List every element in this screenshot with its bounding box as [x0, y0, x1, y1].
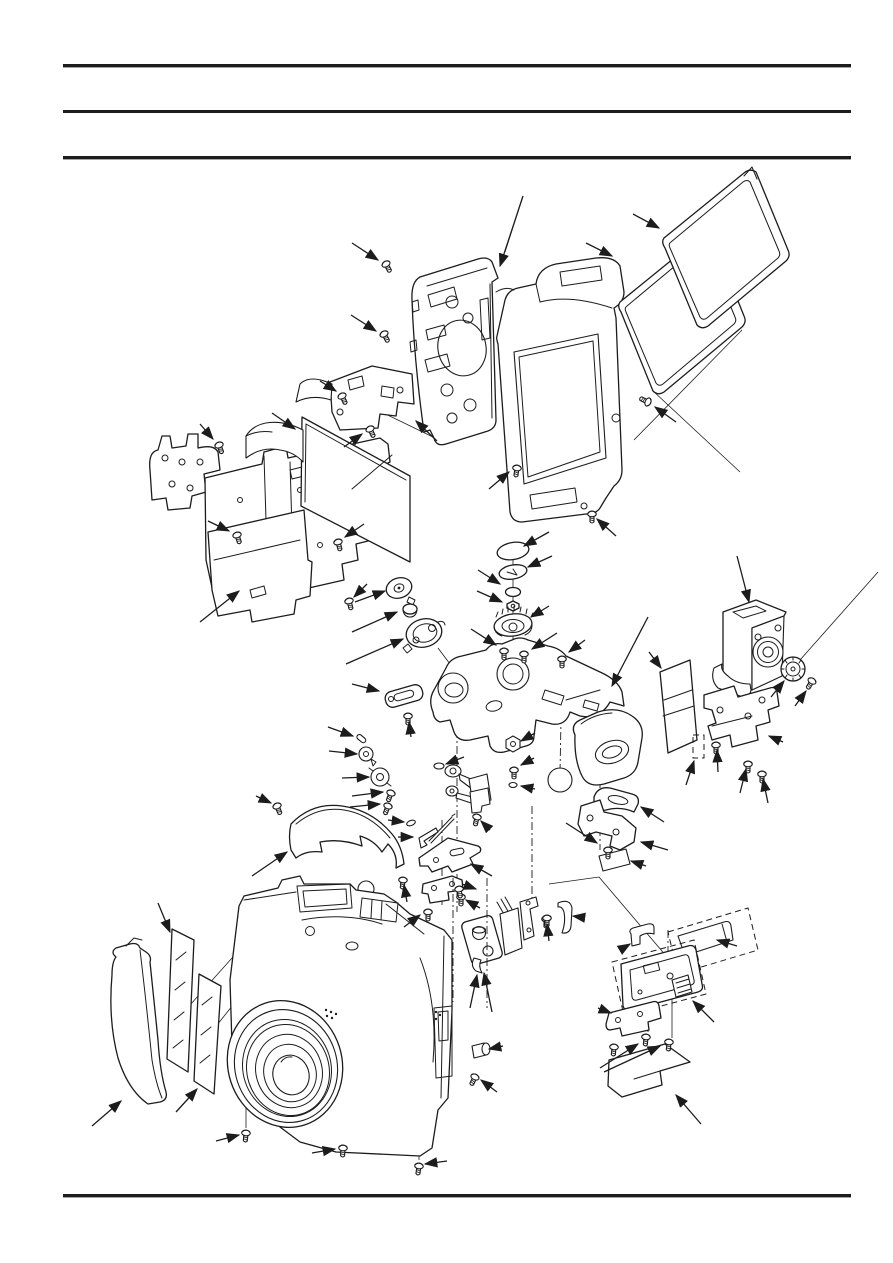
- screw-icon: [757, 770, 767, 784]
- evf-unit: [722, 599, 787, 691]
- adhesive-sheet-1: [166, 928, 195, 1073]
- bottom-pcb-assembly: [542, 876, 759, 1098]
- eyecup: [572, 709, 643, 786]
- screw-icon: [383, 788, 397, 804]
- screw-icon: [397, 876, 409, 890]
- screw-icon: [466, 1071, 481, 1088]
- screw-icon: [380, 258, 395, 275]
- screw-icon: [380, 801, 394, 817]
- lock-plate: [384, 684, 424, 708]
- dial-nut: [506, 600, 520, 612]
- insulation-sheet: [659, 659, 698, 754]
- header-rule-3: [63, 156, 851, 160]
- screw-icon: [240, 1129, 252, 1143]
- lens-barrel: [226, 999, 344, 1129]
- retainer-ring: [504, 586, 522, 598]
- lcd-panel: [300, 416, 411, 563]
- viewfinder-assembly: [659, 571, 879, 784]
- top-cover-assembly: [356, 195, 643, 974]
- screw-icon: [803, 675, 818, 692]
- screw-icon: [608, 1043, 620, 1057]
- spacer-label: [692, 734, 705, 759]
- screw-icon: [271, 801, 285, 817]
- screw-icon: [640, 1033, 652, 1047]
- screw-icon: [509, 766, 519, 780]
- spring-washer: [498, 564, 528, 580]
- side-button: [471, 1042, 491, 1059]
- connector-clip: [629, 923, 655, 947]
- footer-rule: [63, 1194, 851, 1198]
- screw-icon: [637, 393, 654, 408]
- rear-inner-frame: [409, 257, 499, 446]
- screw-icon: [403, 712, 413, 726]
- zoom-lever: [418, 837, 482, 873]
- pcb-bracket: [605, 1000, 662, 1037]
- diopter-knob: [780, 656, 806, 682]
- rear-flex-board: [295, 365, 415, 431]
- lcd-ribbon-cable: [245, 421, 304, 463]
- dial-base: [402, 618, 446, 654]
- main-pcb: [611, 939, 707, 1017]
- screw-icon: [470, 812, 483, 828]
- screw-icon: [378, 328, 393, 345]
- header-rule-2: [63, 110, 851, 113]
- screw-icon: [343, 596, 357, 612]
- screw-icon: [587, 510, 597, 524]
- rear-cover-assembly: [295, 166, 790, 524]
- front-accent-cover: [288, 804, 405, 869]
- callout-arrows: [91, 195, 807, 1168]
- bottom-insulator-sheet: [607, 1043, 691, 1098]
- evf-flex: [712, 663, 752, 697]
- header-rule-1: [63, 64, 851, 68]
- adhesive-sheet-2: [193, 973, 222, 1095]
- speaker-disc: [385, 577, 416, 606]
- command-dial: [493, 605, 534, 637]
- lever-arms: [406, 735, 521, 849]
- callout-circle: [547, 767, 573, 793]
- rear-cover: [495, 257, 625, 523]
- screw-icon: [412, 1161, 425, 1177]
- side-grip-cover: [110, 937, 168, 1105]
- dial-spacer: [402, 603, 418, 618]
- dial-cap: [496, 541, 530, 561]
- shutter-parts: [356, 733, 392, 787]
- lcd-window-sheet-outer: [662, 166, 790, 329]
- screw-icon: [711, 741, 721, 755]
- page-rules: [63, 64, 851, 1198]
- front-assembly: [110, 801, 491, 1177]
- top-cover: [430, 637, 625, 754]
- screw-icon: [423, 908, 433, 922]
- button-block: [461, 896, 573, 974]
- chassis-assembly: [149, 416, 411, 623]
